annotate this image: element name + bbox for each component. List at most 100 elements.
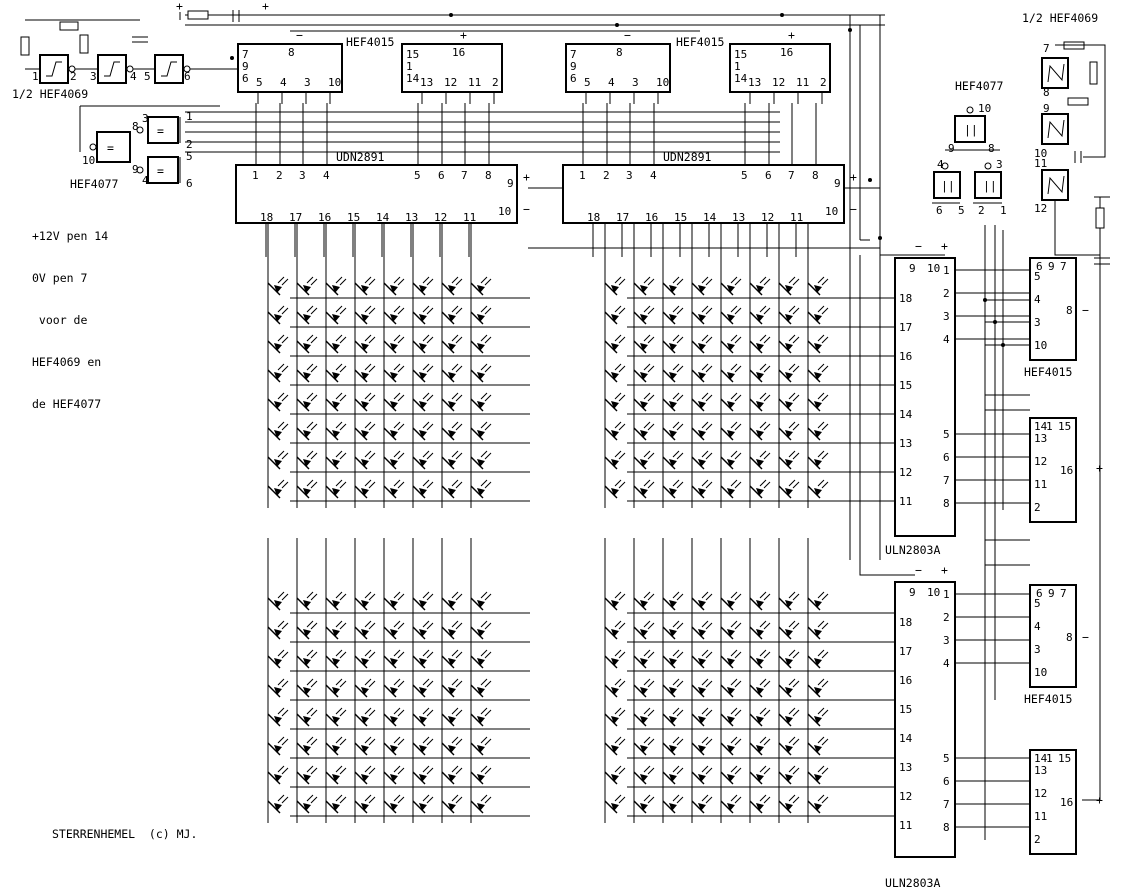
inverter-pin: 1 xyxy=(32,70,39,83)
gate-bubble xyxy=(966,106,974,114)
led-q1-r2-c3 xyxy=(354,334,376,354)
pin-label: 8 xyxy=(988,142,995,155)
led-q4-r4-c1 xyxy=(633,707,655,727)
led-q1-r3-c4 xyxy=(383,363,405,383)
led-q2-r4-c4 xyxy=(720,392,742,412)
led-q3-r2-c5 xyxy=(412,649,434,669)
pin-label: 11 xyxy=(1034,810,1047,823)
chip-label-hef4069: 1/2 HEF4069 xyxy=(1022,11,1098,25)
led-q3-r1-c5 xyxy=(412,620,434,640)
led-q2-r0-c1 xyxy=(633,276,655,296)
led-q4-r0-c5 xyxy=(749,591,771,611)
led-q3-r2-c3 xyxy=(354,649,376,669)
led-q3-r5-c3 xyxy=(354,736,376,756)
led-q2-r7-c4 xyxy=(720,479,742,499)
led-q1-r4-c5 xyxy=(412,392,434,412)
uln-supply-wire xyxy=(859,255,915,576)
led-q4-r6-c3 xyxy=(691,765,713,785)
led-q2-r0-c2 xyxy=(662,276,684,296)
led-q3-r7-c2 xyxy=(325,794,347,814)
power-sign: + xyxy=(788,28,795,42)
pin-label: 1 xyxy=(943,588,950,601)
led-q1-r0-c4 xyxy=(383,276,405,296)
led-q3-r5-c1 xyxy=(296,736,318,756)
led-q1-r1-c1 xyxy=(296,305,318,325)
xnor-symbol: = xyxy=(157,164,164,178)
led-q1-r6-c2 xyxy=(325,450,347,470)
pin-label: 1 xyxy=(943,264,950,277)
led-q4-r5-c1 xyxy=(633,736,655,756)
pin-label: 3 xyxy=(1034,643,1041,656)
udn2891-chip-1 xyxy=(235,164,518,224)
led-q1-r1-c6 xyxy=(441,305,463,325)
junction-dot xyxy=(230,56,234,60)
led-q4-r4-c0 xyxy=(604,707,626,727)
pin-label: 4 xyxy=(142,174,149,187)
led-q3-r6-c2 xyxy=(325,765,347,785)
led-q3-r7-c6 xyxy=(441,794,463,814)
pin-label: 10 xyxy=(825,205,838,218)
led-q2-r2-c6 xyxy=(778,334,800,354)
pin-label: 15 xyxy=(347,211,360,224)
led-q3-r2-c2 xyxy=(325,649,347,669)
led-q4-r2-c2 xyxy=(662,649,684,669)
led-q3-r4-c4 xyxy=(383,707,405,727)
pin-label: 11 xyxy=(463,211,476,224)
led-q2-r3-c6 xyxy=(778,363,800,383)
pin-label: 9 xyxy=(909,262,916,275)
pin-label: 12 xyxy=(899,790,912,803)
led-q4-r5-c7 xyxy=(807,736,829,756)
led-q1-r5-c6 xyxy=(441,421,463,441)
led-q1-r0-c7 xyxy=(470,276,492,296)
led-q3-r3-c2 xyxy=(325,678,347,698)
led-q2-r3-c1 xyxy=(633,363,655,383)
led-q2-r3-c2 xyxy=(662,363,684,383)
pin-label: 12 xyxy=(761,211,774,224)
pin-label: 8 xyxy=(288,46,295,59)
hef4015-side-1 xyxy=(1029,257,1077,361)
pin-label: 14 xyxy=(899,408,913,421)
inverter-pin: 5 xyxy=(144,70,151,83)
led-q2-r4-c5 xyxy=(749,392,771,412)
led-q3-r4-c3 xyxy=(354,707,376,727)
led-q4-r6-c7 xyxy=(807,765,829,785)
led-q3-r2-c0 xyxy=(267,649,289,669)
pin-label: 3 xyxy=(943,634,950,647)
schmitt-inverter-6 xyxy=(1041,169,1069,201)
led-q3-r7-c4 xyxy=(383,794,405,814)
led-q4-r0-c1 xyxy=(633,591,655,611)
uln2803a-chip-1 xyxy=(894,257,956,537)
pin-label: 17 xyxy=(616,211,629,224)
power-sign: + xyxy=(1096,461,1103,475)
led-q3-r4-c2 xyxy=(325,707,347,727)
note-line-3: voor de xyxy=(32,313,88,327)
gate-bubble xyxy=(136,126,144,134)
led-q2-r7-c6 xyxy=(778,479,800,499)
note-line-2: 0V pen 7 xyxy=(32,271,88,285)
led-q4-r4-c2 xyxy=(662,707,684,727)
led-q4-r1-c3 xyxy=(691,620,713,640)
led-q4-r0-c0 xyxy=(604,591,626,611)
led-q4-r0-c3 xyxy=(691,591,713,611)
led-q4-r6-c2 xyxy=(662,765,684,785)
led-q1-r6-c0 xyxy=(267,450,289,470)
led-q4-r4-c6 xyxy=(778,707,800,727)
pin-label: 5 xyxy=(414,169,421,182)
pin-label: 9 xyxy=(909,586,916,599)
note-line-5: de HEF4077 xyxy=(32,397,102,411)
pin-label: 8 xyxy=(1066,631,1073,644)
led-q4-r7-c1 xyxy=(633,794,655,814)
pin-label: 16 xyxy=(452,46,465,59)
led-q2-r2-c5 xyxy=(749,334,771,354)
pot-icon xyxy=(59,21,79,31)
led-q4-r4-c4 xyxy=(720,707,742,727)
led-q2-r6-c5 xyxy=(749,450,771,470)
led-q3-r3-c5 xyxy=(412,678,434,698)
pin-label: 15 xyxy=(1058,420,1071,433)
power-sign: + xyxy=(850,170,857,184)
pin-label: 13 xyxy=(748,76,761,89)
led-q2-r4-c1 xyxy=(633,392,655,412)
pin-label: 1 xyxy=(406,60,413,73)
chip-label-udn2891: UDN2891 xyxy=(336,150,385,164)
pin-label: 15 xyxy=(734,48,747,61)
